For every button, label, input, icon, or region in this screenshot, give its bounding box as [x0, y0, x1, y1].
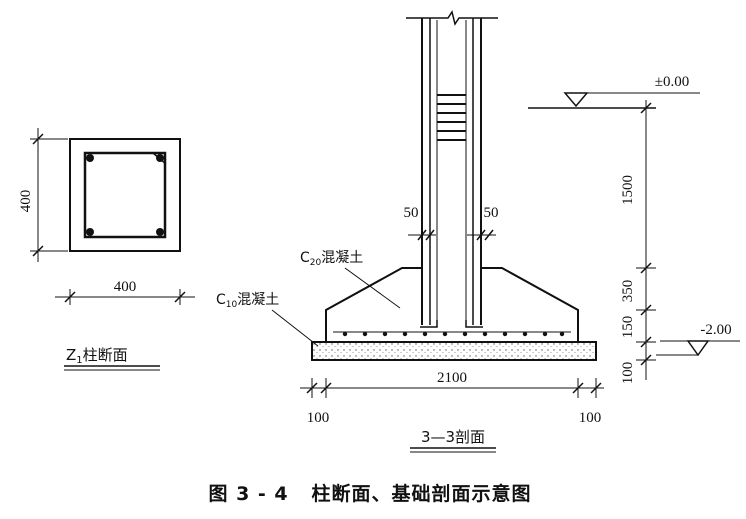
rebar-dot [86, 228, 94, 236]
elevation-marker-bottom [686, 340, 710, 357]
column-section-title: Z1柱断面 [64, 346, 160, 371]
section-title-text: 3—3剖面 [421, 428, 485, 446]
column-height-dimension: 400 [18, 128, 68, 262]
callout-c10: C10混凝土 [216, 292, 319, 347]
right-offset-label: 100 [579, 410, 602, 426]
footing-width-label: 2100 [437, 370, 467, 386]
depth-350-label: 350 [620, 280, 636, 303]
rebar-dot [86, 154, 94, 162]
column-width-label: 400 [114, 279, 137, 295]
callout-c20: C20混凝土 [300, 250, 401, 309]
elevation-bottom-label: -2.00 [700, 322, 731, 338]
collar-dimension-left: 50 [404, 205, 436, 241]
collar-dimension-right: 50 [467, 205, 499, 241]
collar-right-label: 50 [484, 205, 499, 221]
break-line [406, 10, 498, 26]
column-ties [437, 94, 466, 141]
column-stirrup [83, 151, 167, 239]
rebar-hook-left [420, 320, 438, 328]
figure-caption: 图 3 - 4 柱断面、基础剖面示意图 [208, 482, 531, 505]
rebar-hook-right [465, 320, 483, 328]
cushion-layer [311, 341, 597, 361]
footing-width-dimension: 2100 100 100 [300, 370, 604, 426]
column-height-label: 400 [18, 190, 34, 213]
left-offset-label: 100 [307, 410, 330, 426]
depth-100-label: 100 [620, 362, 636, 385]
footing-outline [325, 267, 579, 343]
column-outline [69, 138, 181, 252]
rebar-dot [156, 228, 164, 236]
svg-text:C20混凝土: C20混凝土 [300, 250, 363, 268]
elevation-marker-top [563, 92, 589, 108]
column-width-dimension: 400 [55, 279, 195, 305]
collar-left-label: 50 [404, 205, 419, 221]
foundation-section: 50 50 C20混凝土 C10混凝土 [216, 10, 604, 453]
depth-1500-label: 1500 [620, 175, 636, 205]
footing-rebar-dots [342, 331, 565, 337]
stirrup-hook [152, 152, 167, 165]
svg-text:Z1柱断面: Z1柱断面 [66, 346, 128, 366]
depth-ticks [636, 102, 656, 366]
svg-text:C10混凝土: C10混凝土 [216, 292, 279, 310]
elevation-dimensions: ±0.00 1500 350 150 100 -2.00 [528, 74, 740, 384]
elevation-top-label: ±0.00 [655, 74, 689, 90]
column-cross-section: 400 400 Z1柱断面 [18, 128, 195, 371]
foundation-section-title: 3—3剖面 [410, 428, 496, 453]
depth-150-label: 150 [620, 316, 636, 339]
